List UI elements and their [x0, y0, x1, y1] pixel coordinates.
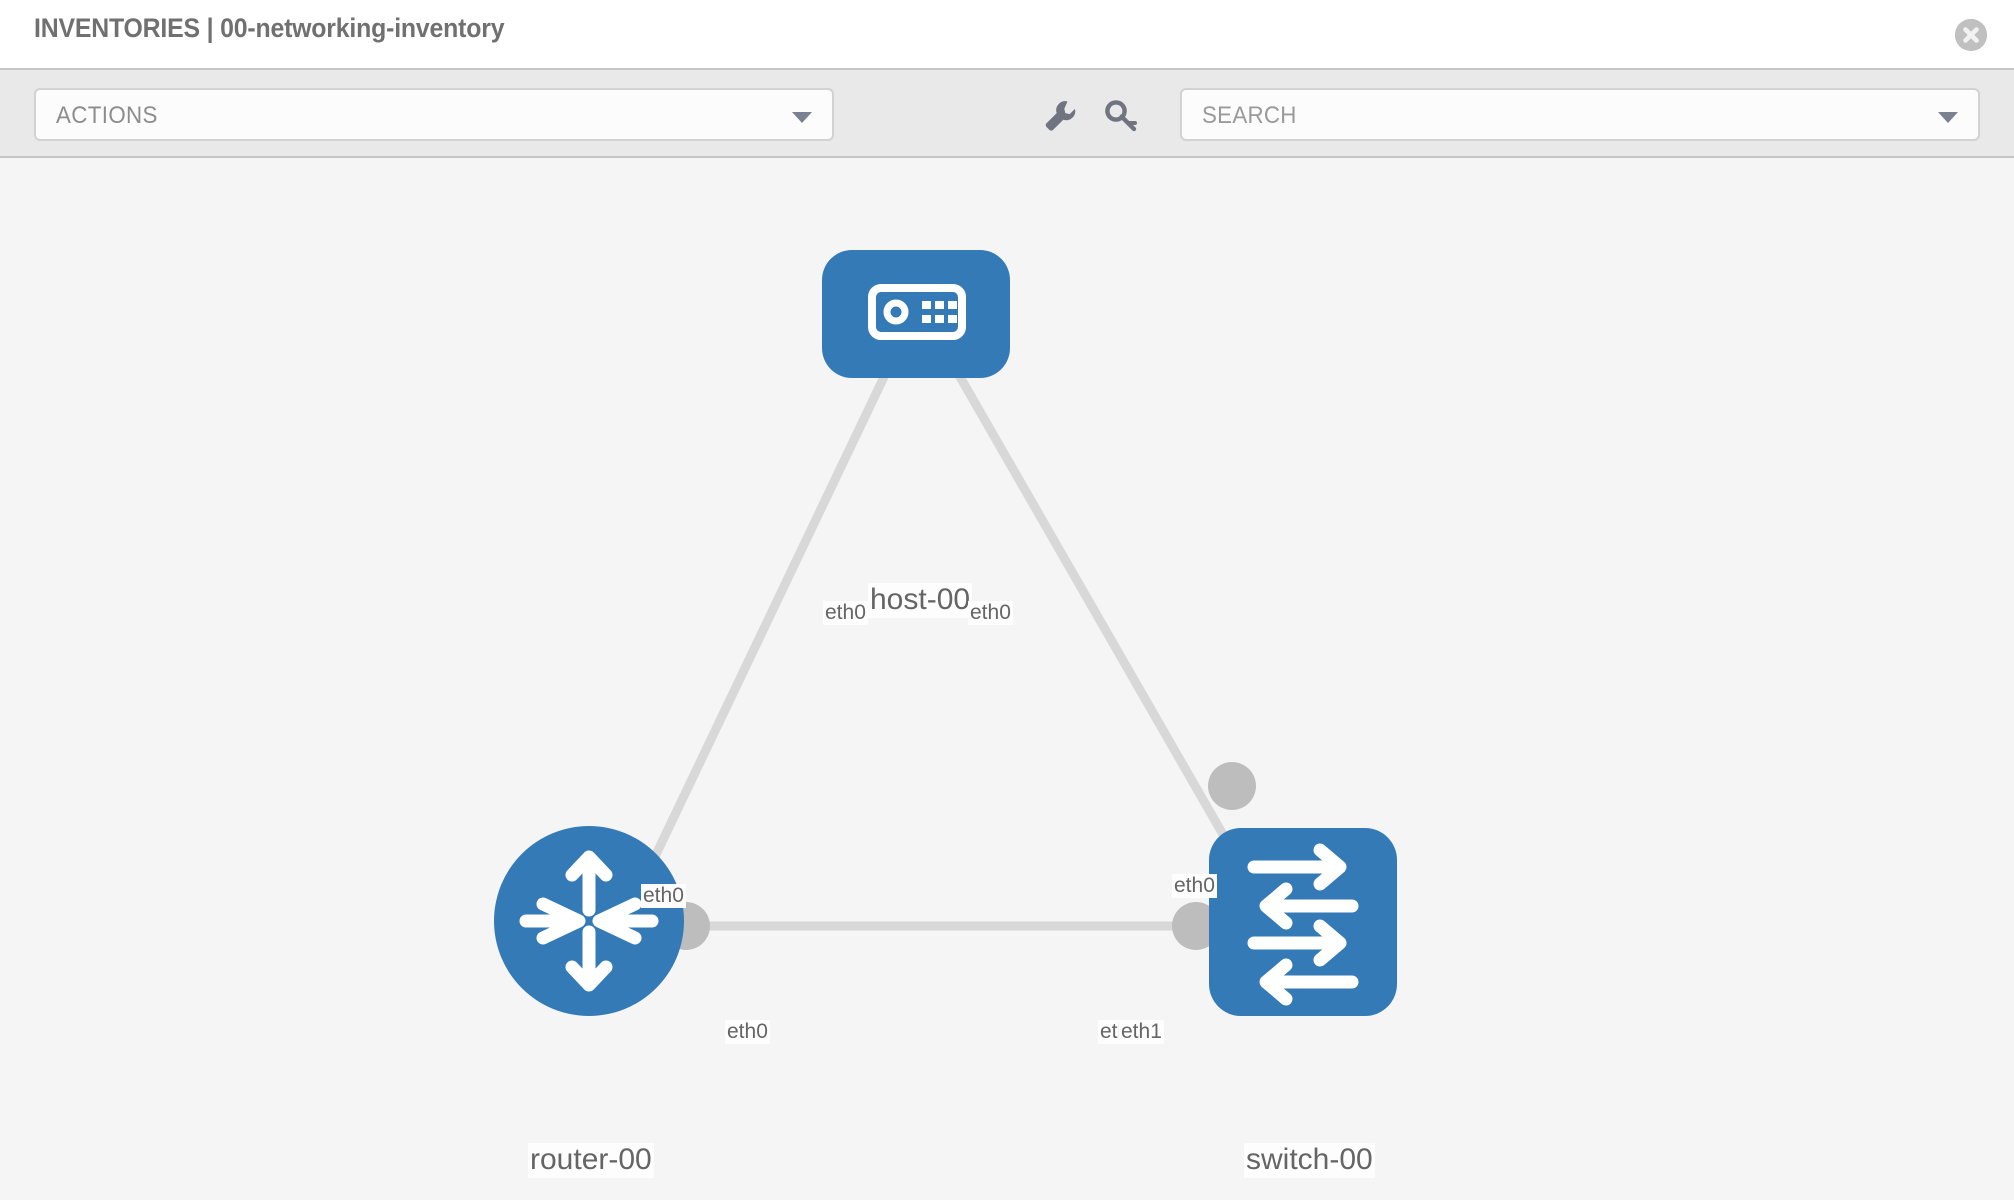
- topology-node-router-00: [494, 826, 684, 1016]
- chevron-down-icon: [792, 112, 812, 123]
- topology-node-switch-00: [1209, 828, 1397, 1016]
- connector-switch-nw: [1208, 762, 1256, 810]
- edge-label-router-north: eth0: [641, 884, 686, 909]
- actions-dropdown[interactable]: ACTIONS: [34, 88, 834, 141]
- edge-label-switch-west: eth1: [1119, 1020, 1164, 1045]
- edge-host-switch: [944, 353, 1252, 881]
- edge-label-host-left: eth0: [823, 601, 868, 626]
- topology-canvas[interactable]: eth0 host-00 eth0 eth0 eth0 eth0 etl eth…: [0, 158, 2014, 1200]
- page-title: INVENTORIES | 00-networking-inventory: [34, 13, 505, 43]
- wrench-icon[interactable]: [1040, 97, 1080, 135]
- router-arrows-icon: [519, 850, 659, 992]
- node-label-router-00: router-00: [528, 1143, 654, 1178]
- search-chevron-down-icon[interactable]: [1938, 112, 1958, 123]
- close-icon[interactable]: [1955, 19, 1987, 51]
- topology-graph: [494, 250, 1397, 1016]
- node-label-switch-00: switch-00: [1244, 1143, 1375, 1178]
- topology-connectors: [662, 324, 1256, 950]
- edge-label-host-right: eth0: [968, 601, 1013, 626]
- actions-dropdown-label: ACTIONS: [56, 102, 158, 129]
- page-header: INVENTORIES | 00-networking-inventory: [0, 0, 2014, 68]
- key-icon[interactable]: [1102, 97, 1142, 135]
- search-input[interactable]: SEARCH: [1180, 88, 1980, 141]
- edge-host-router: [635, 354, 899, 890]
- topology-node-host-00: [822, 250, 1010, 378]
- switch-arrows-icon: [1247, 843, 1359, 1006]
- topology-edges: [635, 353, 1252, 931]
- toolbar: ACTIONS SEARCH: [0, 68, 2014, 158]
- edge-label-switch-north: eth0: [1172, 874, 1217, 899]
- edge-label-router-east: eth0: [725, 1020, 770, 1045]
- node-label-host-00: host-00: [868, 583, 973, 618]
- search-placeholder: SEARCH: [1202, 102, 1297, 129]
- server-icon: [868, 284, 966, 340]
- connector-switch-west: [1172, 902, 1220, 950]
